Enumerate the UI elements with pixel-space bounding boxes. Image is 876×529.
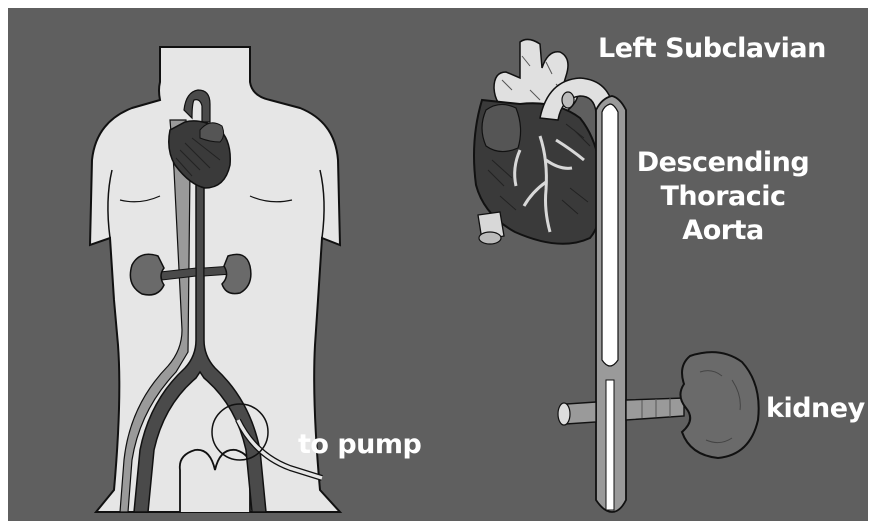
descending-aorta-lumen: [602, 104, 618, 366]
label-descending-line1: Descending: [628, 146, 818, 180]
left-renal-opening: [558, 403, 570, 425]
label-descending-line3: Aorta: [628, 214, 818, 248]
label-left-subclavian: Left Subclavian: [598, 32, 826, 66]
left-kidney-small: [130, 254, 164, 295]
pulmonary-opening: [479, 232, 501, 244]
large-heart-atrium: [482, 104, 521, 151]
label-descending-thoracic-aorta: Descending Thoracic Aorta: [628, 146, 818, 248]
subclavian-opening: [562, 92, 574, 108]
label-to-pump: to pump: [298, 428, 421, 462]
large-heart-group: [474, 39, 614, 244]
right-renal-branch: [626, 398, 684, 420]
right-kidney-small: [222, 254, 251, 293]
label-kidney: kidney: [766, 392, 865, 426]
label-descending-line2: Thoracic: [628, 180, 818, 214]
shunt-catheter: [606, 380, 614, 510]
